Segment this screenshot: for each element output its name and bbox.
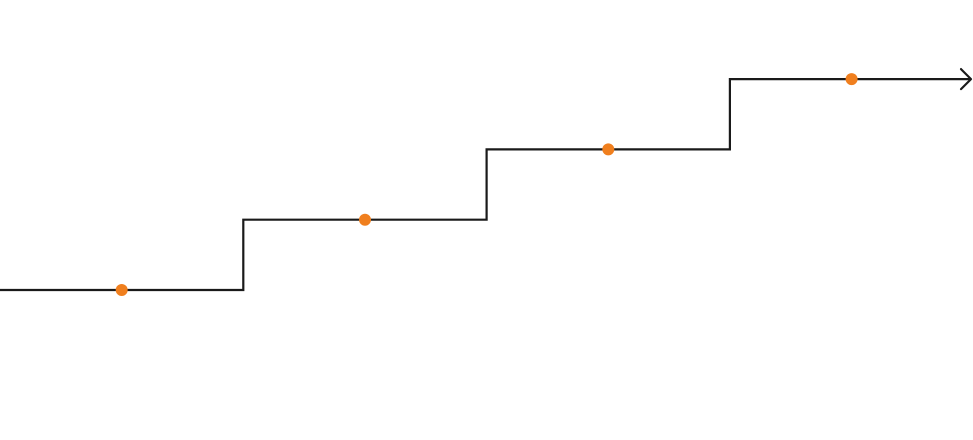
step-markers <box>115 73 858 296</box>
step-marker-dot <box>845 73 858 86</box>
step-marker-dot <box>602 143 615 156</box>
step-marker-dot <box>359 213 371 226</box>
step-marker-dot <box>115 284 128 296</box>
arrow-head-icon <box>959 68 973 91</box>
staircase-line <box>0 77 971 292</box>
